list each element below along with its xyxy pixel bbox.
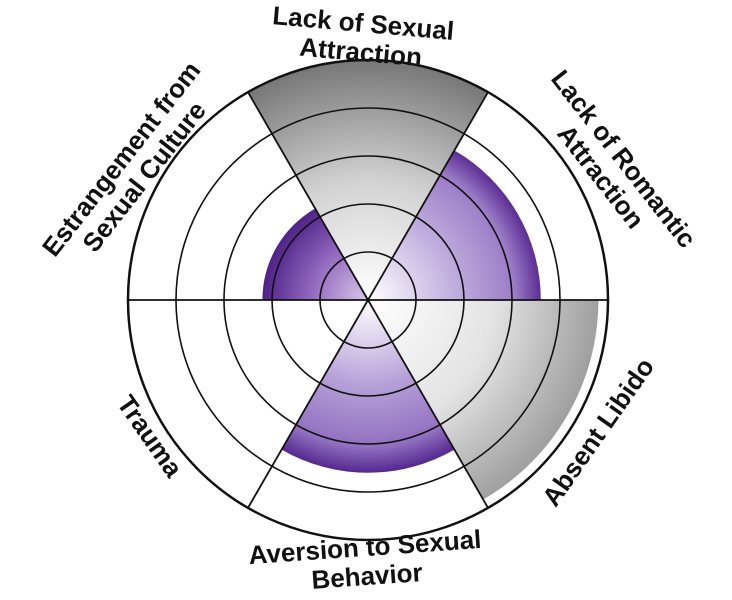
sector-fill-estrangement-from-sexual-culture [262,208,368,300]
axis-label-lack-of-sexual-attraction: Lack of SexualAttraction [269,0,456,75]
sector-fill-aversion-to-sexual-behavior [281,300,455,473]
sector-fill-absent-libido [368,300,599,500]
axis-label-lack-of-romantic-attraction: Lack of RomanticAttraction [522,64,702,271]
axis-label-aversion-to-sexual-behavior: Aversion to SexualBehavior [248,524,485,599]
grid-spoke [247,91,369,301]
grid-spoke [247,299,369,509]
grid-spoke [367,299,489,509]
sector-fill-lack-of-sexual-attraction [248,60,488,300]
axis-label-estrangement-from-sexual-culture: Estrangement fromSexual Culture [36,56,229,280]
grid-spoke [367,91,489,301]
sector-fill-lack-of-romantic-attraction [368,150,541,300]
